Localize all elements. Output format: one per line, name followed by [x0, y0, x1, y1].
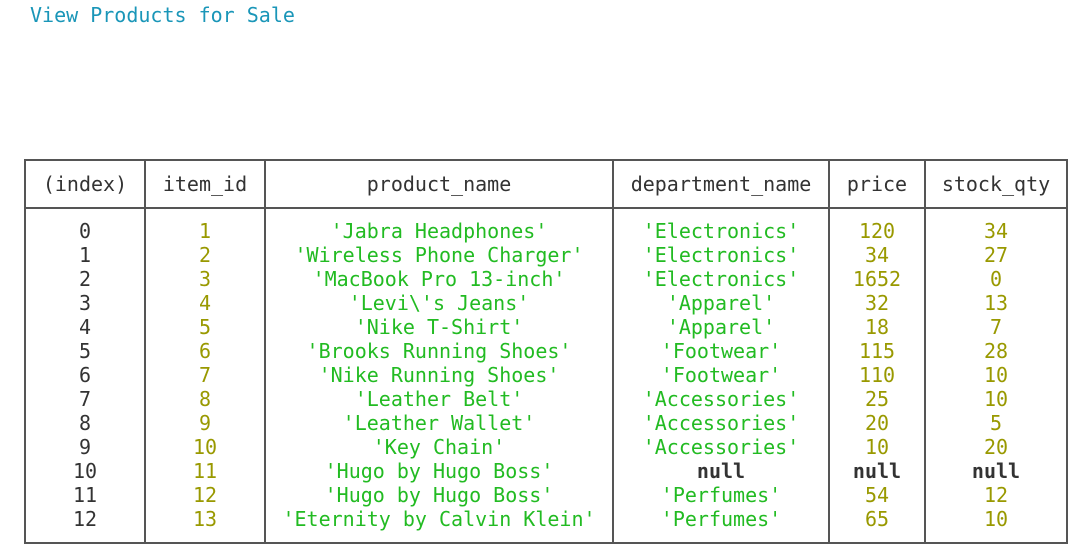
product-name-cell: 'Nike T-Shirt': [354, 315, 524, 339]
item-id-cell: 6: [198, 339, 212, 363]
product-name-cell: 'Key Chain': [372, 435, 506, 459]
stock-qty-cell: 20: [983, 435, 1009, 459]
item-id-cell: 8: [198, 387, 212, 411]
row-index-cell: 1: [78, 243, 92, 267]
row-index-cell: 5: [78, 339, 92, 363]
row-index-cell: 11: [72, 483, 98, 507]
item-id-cell: 1: [198, 219, 212, 243]
row-index-cell: 12: [72, 507, 98, 531]
row-index-cell: 3: [78, 291, 92, 315]
item-id-cell: 2: [198, 243, 212, 267]
table-header-row: (index) item_id product_name department_…: [26, 161, 1066, 209]
price-cell: 25: [864, 387, 890, 411]
product-name-cell: 'Nike Running Shoes': [318, 363, 560, 387]
price-cell: 10: [864, 435, 890, 459]
column-header-item-id: item_id: [144, 161, 265, 209]
product-name-cell: 'Hugo by Hugo Boss': [324, 459, 554, 483]
product-name-cell: 'Hugo by Hugo Boss': [324, 483, 554, 507]
row-index-cell: 7: [78, 387, 92, 411]
price-cell: 120: [858, 219, 896, 243]
stock-qty-cell: 10: [983, 507, 1009, 531]
stock-qty-cell: 28: [983, 339, 1009, 363]
department-name-cell: 'Footwear': [660, 363, 782, 387]
stock-qty-cell: null: [971, 459, 1021, 483]
product-name-column: 'Jabra Headphones''Wireless Phone Charge…: [264, 208, 613, 542]
department-name-cell: 'Electronics': [642, 243, 800, 267]
item-id-cell: 13: [192, 507, 218, 531]
price-cell: 20: [864, 411, 890, 435]
price-cell: 18: [864, 315, 890, 339]
item-id-cell: 4: [198, 291, 212, 315]
product-name-cell: 'Wireless Phone Charger': [294, 243, 584, 267]
stock-qty-cell: 34: [983, 219, 1009, 243]
stock-qty-cell: 12: [983, 483, 1009, 507]
row-index-cell: 9: [78, 435, 92, 459]
department-name-cell: 'Accessories': [642, 411, 800, 435]
price-cell: 54: [864, 483, 890, 507]
row-index-cell: 2: [78, 267, 92, 291]
department-name-cell: null: [696, 459, 746, 483]
department-name-cell: 'Perfumes': [660, 483, 782, 507]
product-name-cell: 'Leather Belt': [354, 387, 524, 411]
row-index-cell: 6: [78, 363, 92, 387]
product-name-cell: 'Eternity by Calvin Klein': [282, 507, 596, 531]
department-name-cell: 'Electronics': [642, 219, 800, 243]
stock-qty-cell: 10: [983, 387, 1009, 411]
column-header-department-name: department_name: [612, 161, 829, 209]
price-cell: 115: [858, 339, 896, 363]
stock-qty-cell: 5: [989, 411, 1003, 435]
price-cell: 1652: [852, 267, 902, 291]
item-id-cell: 12: [192, 483, 218, 507]
price-cell: 65: [864, 507, 890, 531]
item-id-cell: 3: [198, 267, 212, 291]
column-header-price: price: [828, 161, 925, 209]
stock-qty-cell: 13: [983, 291, 1009, 315]
department-name-cell: 'Electronics': [642, 267, 800, 291]
department-name-column: 'Electronics''Electronics''Electronics''…: [612, 208, 829, 542]
stock-qty-cell: 7: [989, 315, 1003, 339]
column-header-stock-qty: stock_qty: [924, 161, 1066, 209]
page-heading: View Products for Sale: [30, 3, 295, 27]
products-table: (index) item_id product_name department_…: [24, 159, 1068, 544]
product-name-cell: 'Brooks Running Shoes': [306, 339, 572, 363]
department-name-cell: 'Accessories': [642, 435, 800, 459]
row-index-cell: 0: [78, 219, 92, 243]
column-header-product-name: product_name: [264, 161, 613, 209]
product-name-cell: 'Levi\'s Jeans': [348, 291, 530, 315]
column-header-index: (index): [26, 161, 145, 209]
stock-qty-cell: 0: [989, 267, 1003, 291]
item-id-cell: 10: [192, 435, 218, 459]
product-name-cell: 'Leather Wallet': [342, 411, 536, 435]
product-name-cell: 'Jabra Headphones': [330, 219, 548, 243]
item-id-cell: 9: [198, 411, 212, 435]
price-cell: 110: [858, 363, 896, 387]
stock-qty-cell: 27: [983, 243, 1009, 267]
row-index-cell: 4: [78, 315, 92, 339]
item-id-cell: 5: [198, 315, 212, 339]
price-cell: 34: [864, 243, 890, 267]
product-name-cell: 'MacBook Pro 13-inch': [312, 267, 566, 291]
department-name-cell: 'Perfumes': [660, 507, 782, 531]
item-id-cell: 7: [198, 363, 212, 387]
department-name-cell: 'Apparel': [666, 291, 776, 315]
row-index-cell: 8: [78, 411, 92, 435]
price-cell: null: [852, 459, 902, 483]
price-cell: 32: [864, 291, 890, 315]
item-id-cell: 11: [192, 459, 218, 483]
row-index-cell: 10: [72, 459, 98, 483]
department-name-cell: 'Apparel': [666, 315, 776, 339]
stock-qty-cell: 10: [983, 363, 1009, 387]
department-name-cell: 'Accessories': [642, 387, 800, 411]
department-name-cell: 'Footwear': [660, 339, 782, 363]
